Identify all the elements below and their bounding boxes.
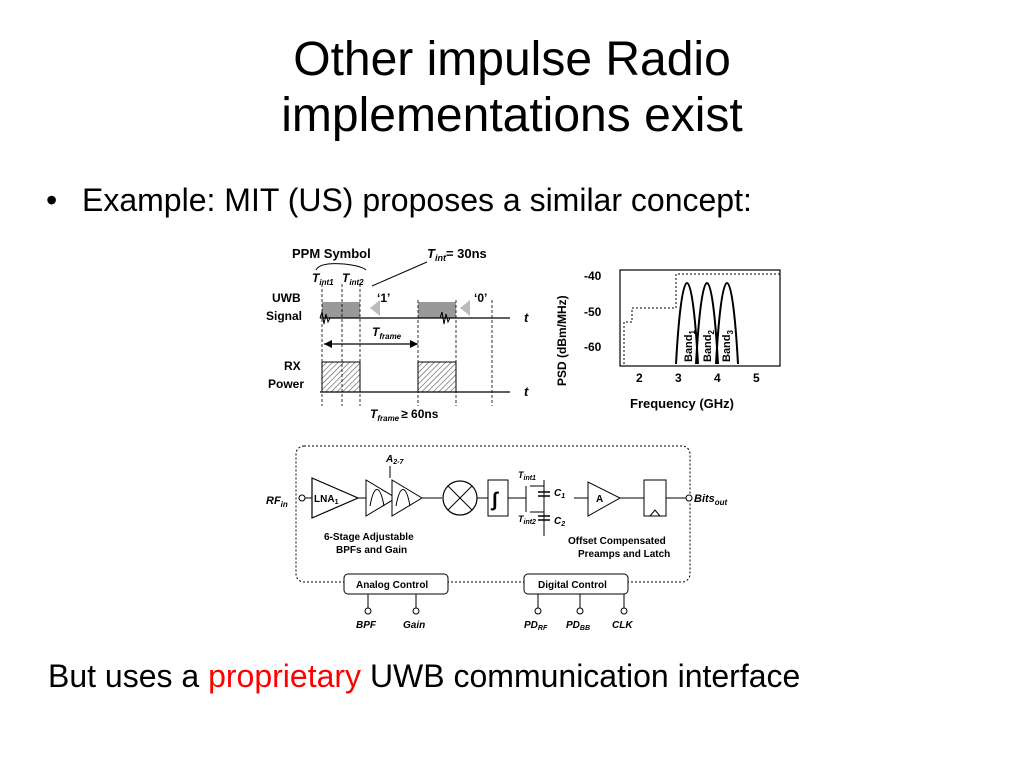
bpf-amp-1 (365, 479, 397, 517)
tframe-bottom-label: Tframe≥ 60ns (370, 407, 439, 423)
uwb-label: UWB (272, 291, 301, 305)
dashed-guides (321, 284, 493, 406)
uwb-pulse-2 (418, 302, 456, 318)
psd-mask-line (623, 273, 780, 364)
mixer-cross-b (447, 485, 473, 511)
tint2-label: Tint2 (342, 271, 364, 287)
tframe-arrow-right-icon (410, 340, 418, 348)
title-line-2: implementations exist (281, 89, 743, 142)
arrow-one-icon (370, 300, 380, 316)
band-1-label: Band1 (683, 330, 697, 363)
analog-control-label: Analog Control (356, 580, 428, 591)
rx-power-pulse-2 (417, 361, 457, 393)
psd-xtick-2: 3 (675, 371, 682, 385)
offset-caption-2: Preamps and Latch (578, 549, 670, 560)
footer-statement: But uses a proprietary UWB communication… (48, 656, 800, 696)
symbol-zero-label: ‘0’ (474, 291, 487, 305)
rf-in-port (298, 494, 306, 502)
a-gain-label: A2-7 (385, 454, 404, 466)
band-3-curve (715, 282, 739, 365)
clk-pin-label: CLK (612, 620, 633, 631)
clock-edge-icon (648, 509, 662, 517)
psd-xtick-3: 4 (714, 371, 721, 385)
tint1-label: Tint1 (312, 271, 334, 287)
footer-accent-word: proprietary (208, 658, 362, 694)
offset-caption-1: Offset Compensated (568, 536, 666, 547)
bpf-shape-icon-2 (395, 489, 411, 507)
footer-suffix: UWB communication interface (361, 658, 801, 694)
power-t-label: t (524, 384, 529, 399)
preamp-label: A (596, 494, 603, 505)
receiver-block-diagram: RFin LNA1 A2-7 6-Stage Adjustable BPFs a… (266, 445, 728, 632)
band-1-curve (675, 282, 699, 365)
bullet-dot-icon: • (46, 182, 58, 218)
psd-ytick-1: -40 (584, 269, 602, 283)
tint1-switch-label: Tint1 (518, 470, 536, 482)
tint-label: Tint= 30ns (427, 246, 487, 263)
tframe-label: Tframe (372, 325, 402, 341)
signal-t-label: t (524, 310, 529, 325)
chip-boundary (295, 445, 691, 583)
psd-ylabel: PSD (dBm/MHz) (555, 295, 569, 386)
psd-ytick-3: -60 (584, 340, 602, 354)
timing-diagram: PPM Symbol Tint= 30ns Tint1 Tint2 UWB Si… (266, 246, 529, 423)
psd-chart: PSD (dBm/MHz) -40 -50 -60 Band1 Band2 Ba… (555, 269, 781, 411)
psd-ytick-2: -50 (584, 305, 602, 319)
digital-control-block (523, 573, 629, 595)
analog-control-block (343, 573, 449, 595)
symbol-one-label: ‘1’ (377, 291, 390, 305)
digital-control-label: Digital Control (538, 580, 607, 591)
tframe-arrow-left-icon (324, 340, 332, 348)
band-2-label: Band2 (702, 330, 716, 363)
arrow-zero-icon (460, 300, 470, 316)
preamp-triangle (587, 481, 622, 517)
bullet-item: • Example: MIT (US) proposes a similar co… (46, 180, 752, 220)
uwb-pulse-1 (322, 302, 360, 318)
bullet-text: Example: MIT (US) proposes a similar con… (82, 182, 752, 218)
c1-label: C1 (554, 488, 565, 500)
rx-label: RX (284, 359, 301, 373)
ppm-symbol-label: PPM Symbol (292, 246, 371, 261)
integrator-block (487, 479, 509, 517)
tint-pointer-line (371, 261, 428, 287)
footer-prefix: But uses a (48, 658, 209, 694)
bpf-shape-icon-1 (369, 489, 385, 507)
signal-wave-1 (319, 311, 331, 325)
psd-xlabel: Frequency (GHz) (630, 396, 734, 411)
bpf-caption-2: BPFs and Gain (336, 545, 407, 556)
band-2-curve (695, 282, 719, 365)
slide-title: Other impulse Radio implementations exis… (0, 32, 1024, 144)
title-line-1: Other impulse Radio (293, 33, 731, 86)
pd-bb-pin-label: PDBB (566, 620, 590, 632)
psd-xtick-4: 5 (753, 371, 760, 385)
psd-xtick-1: 2 (636, 371, 643, 385)
signal-label: Signal (266, 309, 302, 323)
signal-wave-2 (439, 311, 451, 325)
power-label: Power (268, 377, 304, 391)
ppm-symbol-brace (315, 263, 367, 271)
bpf-amp-2 (391, 479, 423, 517)
bpf-caption-1: 6-Stage Adjustable (324, 532, 414, 543)
band-3-label: Band3 (721, 330, 735, 363)
c2-label: C2 (554, 516, 565, 528)
gain-pin-label: Gain (403, 620, 425, 631)
bpf-pin-label: BPF (356, 620, 377, 631)
pd-rf-pin-label: PDRF (524, 620, 548, 632)
integrator-icon: ∫ (490, 489, 499, 511)
bits-out-port (685, 494, 693, 502)
rf-in-label: RFin (266, 495, 288, 509)
tint2-switch-label: Tint2 (518, 514, 536, 526)
lna-triangle (311, 477, 360, 519)
control-pins (364, 594, 628, 615)
bits-out-label: Bitsout (694, 493, 728, 507)
lna-label: LNA1 (314, 494, 339, 506)
rx-power-pulse-1 (321, 361, 361, 393)
